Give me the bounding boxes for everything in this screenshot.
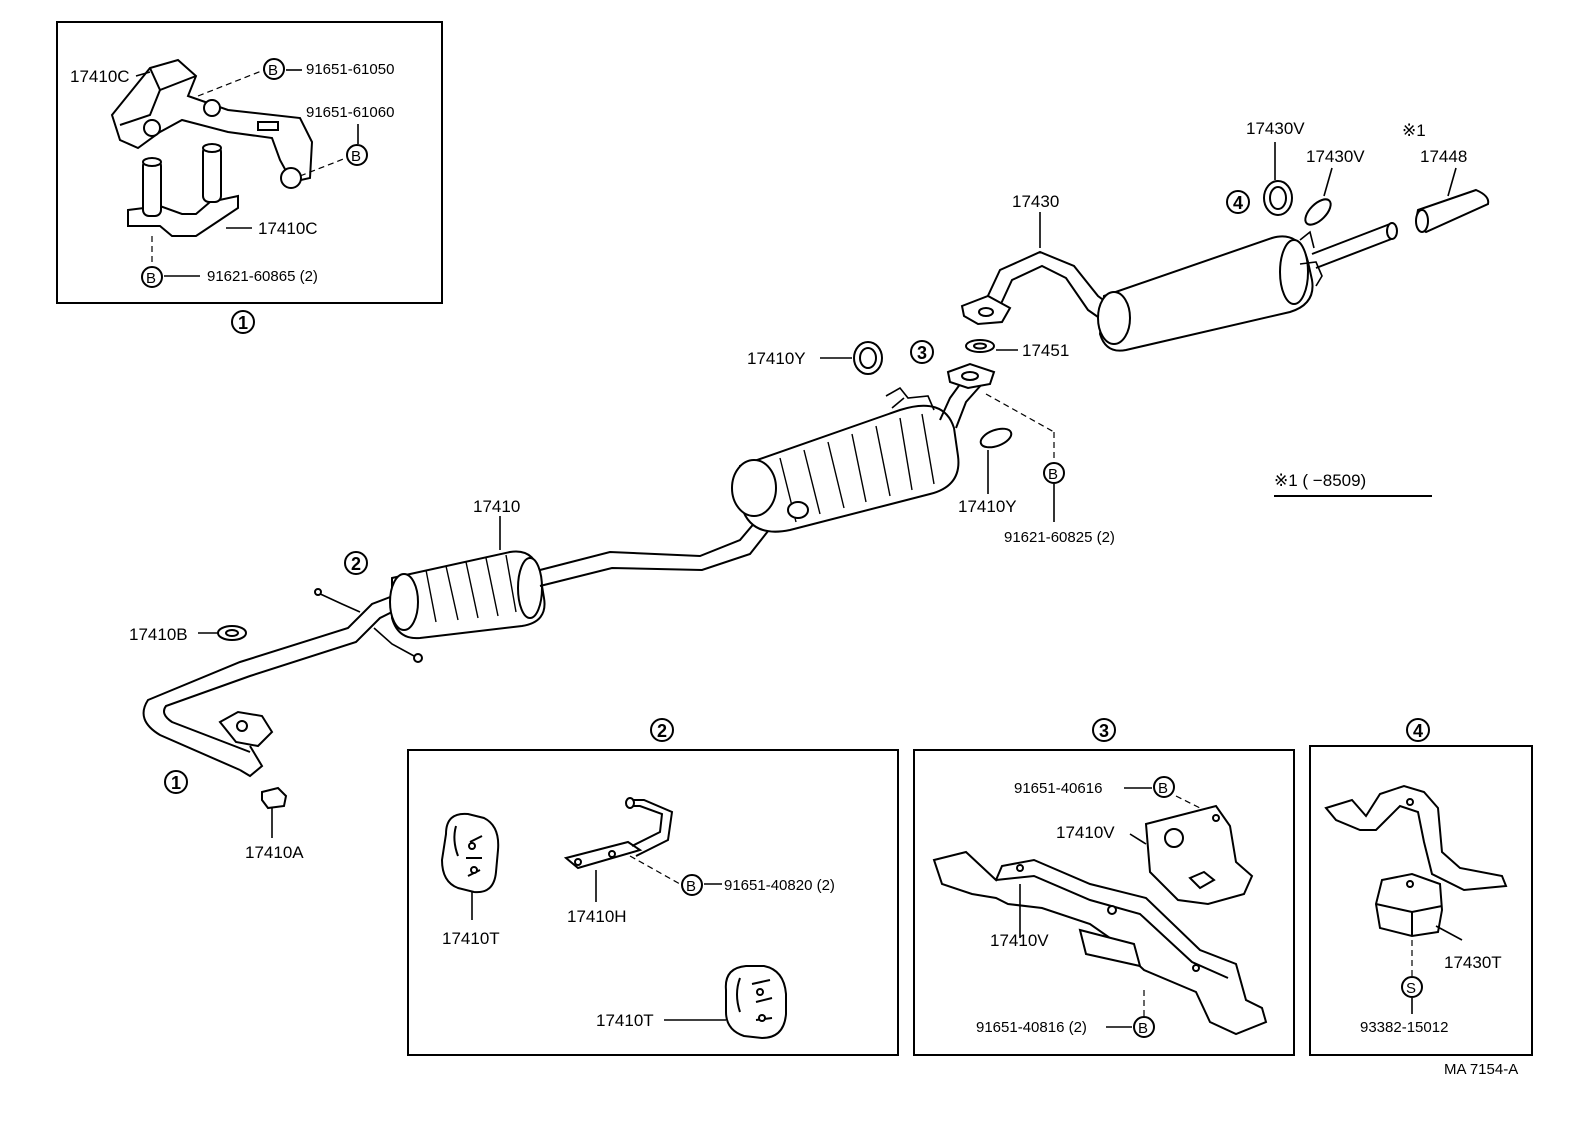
- part-label: 17410C: [258, 219, 318, 238]
- callout-2: 2: [344, 551, 368, 575]
- svg-text:S: S: [1406, 980, 1416, 997]
- part-label: 17410Y: [747, 349, 806, 368]
- part-label: 17410T: [596, 1011, 654, 1030]
- detail-panel-1: B B B 17410C 91651-61050 91651-61060 174…: [56, 21, 443, 304]
- part-label: 17410: [473, 497, 520, 516]
- part-label: 17410A: [245, 843, 304, 862]
- resonator-17410: [391, 550, 546, 640]
- part-label: 17410C: [70, 67, 130, 86]
- detail-panel-2: 2 17410T B 17410H 91651-40820 (2) 17410T: [407, 718, 899, 1056]
- part-label: 17410V: [990, 931, 1049, 950]
- tail-pipe-17430: [985, 250, 1115, 309]
- main-muffler: [738, 404, 960, 533]
- callout-3-panel: 3: [1092, 718, 1116, 742]
- gasket-17410Y-lower: [979, 427, 1013, 449]
- b-mark: B: [141, 266, 163, 288]
- rubber-mount-17430T: [1374, 872, 1444, 938]
- nut-17410A: [261, 786, 288, 810]
- part-label: 17430V: [1246, 119, 1305, 138]
- svg-text:B: B: [351, 148, 361, 165]
- part-label: ※1: [1402, 121, 1426, 140]
- part-label: 91651-40616: [1014, 780, 1102, 797]
- drawing-code: MA 7154-A: [1444, 1061, 1518, 1078]
- detail-panel-3: 3 B B 91651-40616 17410V 17410V 91651-40…: [913, 718, 1295, 1056]
- nut: [280, 167, 302, 189]
- b-mark: B: [1133, 1016, 1155, 1038]
- part-label: 17410B: [129, 625, 188, 644]
- hanger-bracket-lower: [127, 194, 239, 237]
- part-label: 17430: [1012, 192, 1059, 211]
- rear-muffler: [1098, 235, 1314, 352]
- exhaust-assembly: B 17430 17430V 17430V ※1 17448 17410Y 17…: [129, 119, 1490, 862]
- svg-text:B: B: [686, 878, 696, 895]
- bracket-rear: [1324, 784, 1508, 892]
- svg-text:1: 1: [171, 773, 181, 793]
- b-mark: B: [346, 144, 368, 166]
- bracket-17410V-upper: [1144, 804, 1254, 906]
- bracket-17410V-lower: [932, 850, 1268, 1036]
- s-mark: S: [1401, 976, 1423, 998]
- svg-text:B: B: [1048, 466, 1058, 483]
- svg-text:3: 3: [917, 343, 927, 363]
- b-mark: B: [1153, 776, 1175, 798]
- svg-text:4: 4: [1413, 721, 1423, 741]
- part-label: 17410H: [567, 907, 627, 926]
- svg-text:B: B: [1158, 780, 1168, 797]
- detail-panel-4: 4 S 17430T 93382-15012: [1309, 718, 1533, 1056]
- part-label: 91651-61050: [306, 61, 394, 78]
- callout-3: 3: [910, 340, 934, 364]
- part-label: 93382-15012: [1360, 1019, 1448, 1036]
- svg-text:4: 4: [1233, 193, 1243, 213]
- part-label: 17410V: [1056, 823, 1115, 842]
- part-label: 91651-40816 (2): [976, 1019, 1087, 1036]
- part-label: 91651-40820 (2): [724, 877, 835, 894]
- bolt-head: [143, 119, 161, 137]
- front-pipe: [142, 593, 399, 771]
- rubber-hanger-17410T: [440, 812, 500, 894]
- rubber-hanger-17410T-lower: [724, 965, 787, 1040]
- svg-text:B: B: [268, 62, 278, 79]
- part-label: 17410T: [442, 929, 500, 948]
- part-label: 17430V: [1306, 147, 1365, 166]
- note-label: ※1 ( −8509): [1274, 471, 1366, 490]
- callout-2-panel: 2: [650, 718, 674, 742]
- part-label: 17451: [1022, 341, 1069, 360]
- part-label: 91621-60825 (2): [1004, 529, 1115, 546]
- bracket-slot: [257, 121, 279, 131]
- part-label: 91651-61060: [306, 104, 394, 121]
- gasket-17430V-b: [1304, 198, 1332, 226]
- svg-text:3: 3: [1099, 721, 1109, 741]
- b-mark: B: [681, 874, 703, 896]
- callout-1-panel: 1: [231, 310, 255, 334]
- svg-text:1: 1: [238, 313, 248, 333]
- part-label: 17410Y: [958, 497, 1017, 516]
- callout-1: 1: [164, 770, 188, 794]
- svg-text:B: B: [146, 270, 156, 287]
- b-mark: B: [263, 58, 285, 80]
- part-label: 17448: [1420, 147, 1467, 166]
- callout-4: 4: [1226, 190, 1250, 214]
- part-label: 91621-60865 (2): [207, 268, 318, 285]
- hanger-17410H: [563, 840, 643, 870]
- part-label: 17430T: [1444, 953, 1502, 972]
- svg-text:2: 2: [657, 721, 667, 741]
- callout-4-panel: 4: [1406, 718, 1430, 742]
- svg-text:2: 2: [351, 554, 361, 574]
- b-mark: B: [1043, 462, 1065, 484]
- svg-text:B: B: [1138, 1020, 1148, 1037]
- bolt-head: [203, 99, 221, 117]
